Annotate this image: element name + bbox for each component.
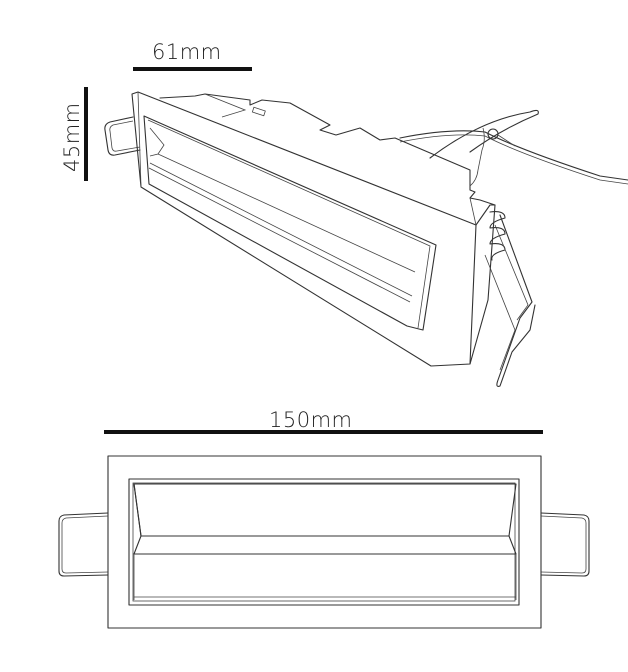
length-dimension-line [104,430,543,434]
frame-opening [128,478,520,606]
width-dimension-label: 61mm [152,40,222,64]
frame-outer [107,455,542,629]
length-dimension-label: 150mm [269,408,353,432]
left-clip-icon [104,116,141,156]
left-clip-icon [58,512,109,577]
height-dimension-line [84,87,88,181]
front-opening [143,115,437,331]
width-dimension-line [133,67,252,71]
right-clip-icon [540,512,590,577]
right-clip-icon [496,214,536,387]
